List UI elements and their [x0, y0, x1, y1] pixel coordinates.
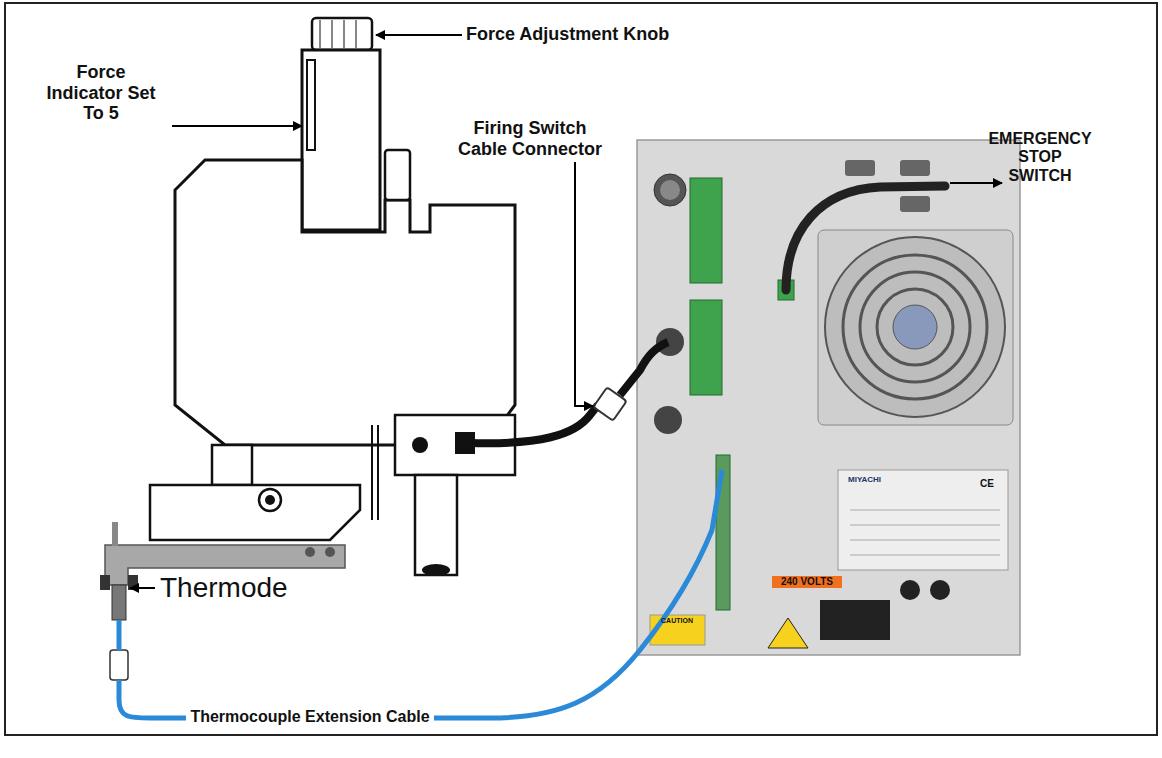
warning-text: CAUTION	[652, 617, 702, 625]
voltage-tag: 240 VOLTS	[772, 576, 842, 588]
part-label: EMERGENCY STOP SWITCH	[985, 130, 1095, 185]
part-label: Thermocouple Extension Cable	[186, 708, 433, 726]
part-label: Force Adjustment Knob	[466, 24, 726, 45]
part-label: Force Indicator Set To 5	[40, 62, 162, 124]
part-label: Thermode	[160, 572, 320, 604]
part-label: Firing Switch Cable Connector	[450, 118, 610, 159]
brand-text: MIYACHI	[848, 475, 908, 484]
mark-text: CE	[975, 478, 999, 490]
